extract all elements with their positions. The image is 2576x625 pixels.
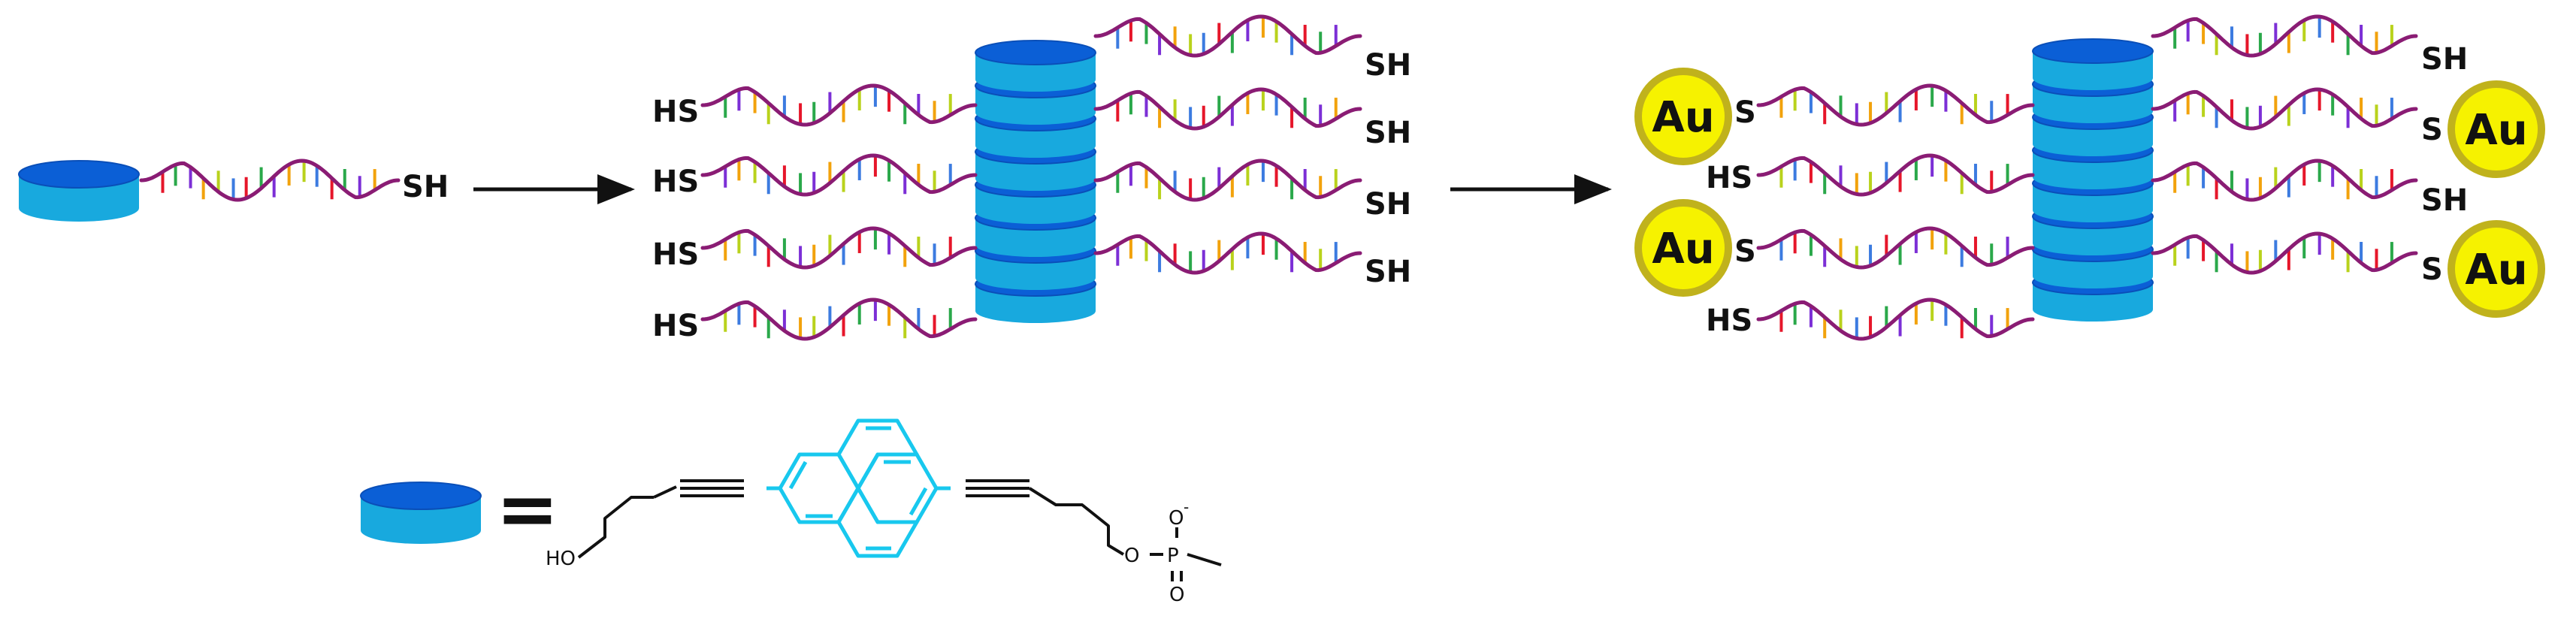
- equals-sign: =: [496, 465, 559, 553]
- stage-2-stack: HS HS HS HS SH SH SH SH: [652, 14, 1411, 343]
- dna-strand-icon: [1756, 83, 2035, 127]
- dna-backbone: [1093, 231, 1362, 275]
- dna-backbone: [139, 159, 401, 202]
- stage-1-monomer: SH: [18, 159, 449, 222]
- dna-backbone: [700, 297, 978, 341]
- dna-strand-icon: [1093, 159, 1362, 202]
- oxygen-label: O: [1124, 545, 1139, 567]
- dna-strand-icon: [700, 153, 978, 197]
- dna-strand-icon: [1093, 231, 1362, 275]
- gold-label: Au: [2465, 246, 2527, 294]
- dna-strand-icon: [2151, 159, 2418, 202]
- thiol-label: SH: [1365, 187, 1411, 222]
- dna-backbone: [1093, 159, 1362, 202]
- dna-strand-icon: [1756, 297, 2035, 341]
- thiol-label: SH: [402, 170, 449, 204]
- dna-strand-icon: [2151, 87, 2418, 131]
- gold-nanoparticle-icon: Au: [1634, 68, 1732, 165]
- gold-nanoparticle-icon: Au: [2448, 220, 2545, 318]
- dna-backbone: [1756, 153, 2035, 197]
- thiol-label: SH: [1365, 48, 1411, 83]
- thiol-label: SH: [1365, 116, 1411, 150]
- sulfur-label: S: [2421, 113, 2443, 147]
- gold-label: Au: [1652, 225, 1714, 273]
- legend-definition: =: [360, 418, 1222, 606]
- thiol-label: HS: [1706, 161, 1752, 195]
- gold-nanoparticle-icon: Au: [1634, 199, 1732, 297]
- oxygen-label: O: [1169, 584, 1184, 606]
- pyrene-stack: [2032, 38, 2154, 322]
- dna-backbone: [700, 153, 978, 197]
- dna-strand-icon: [700, 226, 978, 270]
- dna-strand-icon: [139, 159, 401, 202]
- dna-backbone: [1756, 226, 2035, 270]
- dna-backbone: [700, 83, 978, 127]
- gold-label: Au: [1652, 93, 1714, 142]
- dna-backbone: [1756, 83, 2035, 127]
- dna-strand-icon: [1756, 226, 2035, 270]
- dna-strand-icon: [1756, 153, 2035, 197]
- thiol-label: HS: [652, 237, 699, 272]
- sulfur-label: S: [1734, 95, 1756, 130]
- thiol-label: HS: [1706, 303, 1752, 338]
- thiol-label: HS: [652, 165, 699, 199]
- pyrene-disc-icon: [18, 160, 140, 222]
- sulfur-label: S: [1734, 234, 1756, 269]
- pyrene-disc-icon: [360, 482, 482, 544]
- dna-strand-icon: [1093, 14, 1362, 58]
- dna-strand-icon: [1093, 87, 1362, 131]
- phosphorus-label: P: [1167, 545, 1179, 567]
- sulfur-label: S: [2421, 252, 2443, 287]
- thiol-label: HS: [652, 309, 699, 343]
- gold-label: Au: [2465, 106, 2527, 155]
- thiol-label: HS: [652, 95, 699, 129]
- dna-backbone: [1756, 297, 2035, 341]
- dna-backbone: [2151, 87, 2418, 131]
- dna-backbone: [700, 226, 978, 270]
- thiol-label: SH: [1365, 255, 1411, 289]
- pyrene-stack: [975, 40, 1096, 323]
- oxygen-label: O: [1169, 507, 1184, 530]
- dna-backbone: [2151, 159, 2418, 202]
- dna-backbone: [1093, 87, 1362, 131]
- dna-strand-icon: [700, 297, 978, 341]
- thiol-label: SH: [2421, 183, 2468, 218]
- dna-backbone: [2151, 231, 2418, 275]
- dna-backbone: [1093, 14, 1362, 58]
- dna-strand-icon: [2151, 231, 2418, 275]
- gold-nanoparticle-icon: Au: [2448, 80, 2545, 178]
- stage-3-gold-conjugate: Au S HS Au S HS SH S Au SH S Au: [1634, 14, 2545, 341]
- dna-strand-icon: [2151, 14, 2418, 58]
- linker-structure: [577, 479, 1222, 581]
- thiol-label: SH: [2421, 42, 2468, 77]
- dna-backbone: [2151, 14, 2418, 58]
- charge-label: -: [1184, 498, 1189, 516]
- pyrene-core: [766, 418, 951, 558]
- hydroxyl-label: HO: [546, 548, 576, 570]
- dna-strand-icon: [700, 83, 978, 127]
